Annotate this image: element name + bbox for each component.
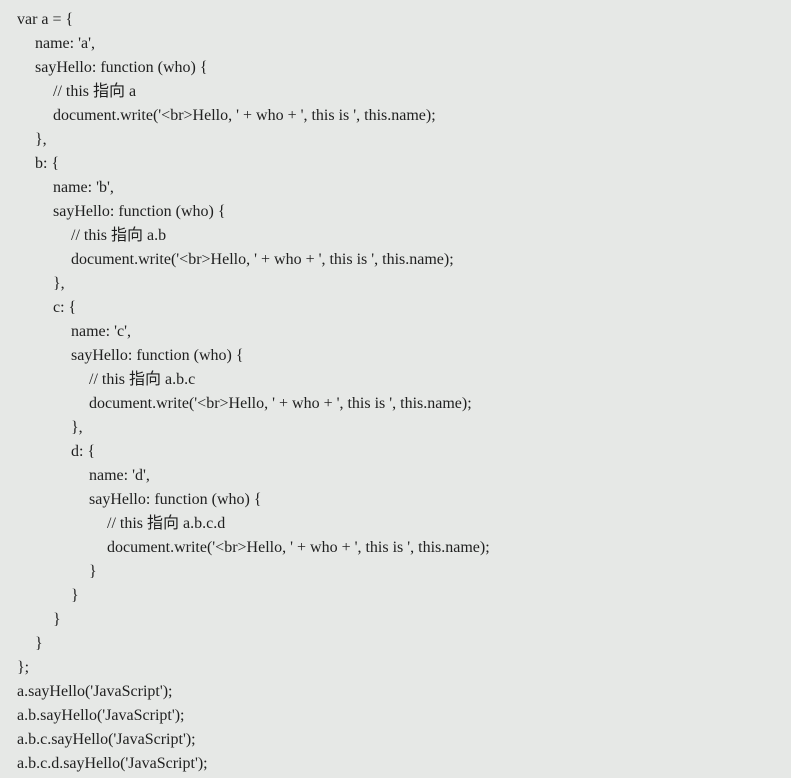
- code-line: }: [71, 587, 79, 604]
- code-line: }: [53, 611, 61, 628]
- code-line: },: [71, 419, 83, 436]
- code-line: a.b.c.d.sayHello('JavaScript');: [17, 755, 208, 772]
- code-line: a.sayHello('JavaScript');: [17, 683, 173, 700]
- code-line: b: {: [35, 155, 60, 172]
- code-line: d: {: [71, 443, 96, 460]
- code-line: document.write('<br>Hello, ' + who + ', …: [107, 539, 490, 556]
- code-line: sayHello: function (who) {: [89, 491, 262, 508]
- code-comment: // this 指向 a.b: [71, 227, 167, 244]
- code-line: }: [35, 635, 43, 652]
- code-line: name: 'd',: [89, 467, 150, 484]
- code-line: name: 'b',: [53, 179, 114, 196]
- code-line: },: [35, 131, 47, 148]
- code-line: a.b.sayHello('JavaScript');: [17, 707, 185, 724]
- code-line: c: {: [53, 299, 77, 316]
- code-line: name: 'c',: [71, 323, 131, 340]
- code-line: document.write('<br>Hello, ' + who + ', …: [89, 395, 472, 412]
- code-comment: // this 指向 a.b.c.d: [107, 515, 226, 532]
- code-line: document.write('<br>Hello, ' + who + ', …: [71, 251, 454, 268]
- code-comment: // this 指向 a: [53, 83, 137, 100]
- code-line: a.b.c.sayHello('JavaScript');: [17, 731, 196, 748]
- code-line: }: [89, 563, 97, 580]
- code-line: };: [17, 659, 30, 676]
- code-line: var a = {: [17, 11, 74, 28]
- code-line: document.write('<br>Hello, ' + who + ', …: [53, 107, 436, 124]
- code-comment: // this 指向 a.b.c: [89, 371, 196, 388]
- code-line: sayHello: function (who) {: [35, 59, 208, 76]
- code-line: },: [53, 275, 65, 292]
- code-line: name: 'a',: [35, 35, 95, 52]
- code-line: sayHello: function (who) {: [71, 347, 244, 364]
- code-line: sayHello: function (who) {: [53, 203, 226, 220]
